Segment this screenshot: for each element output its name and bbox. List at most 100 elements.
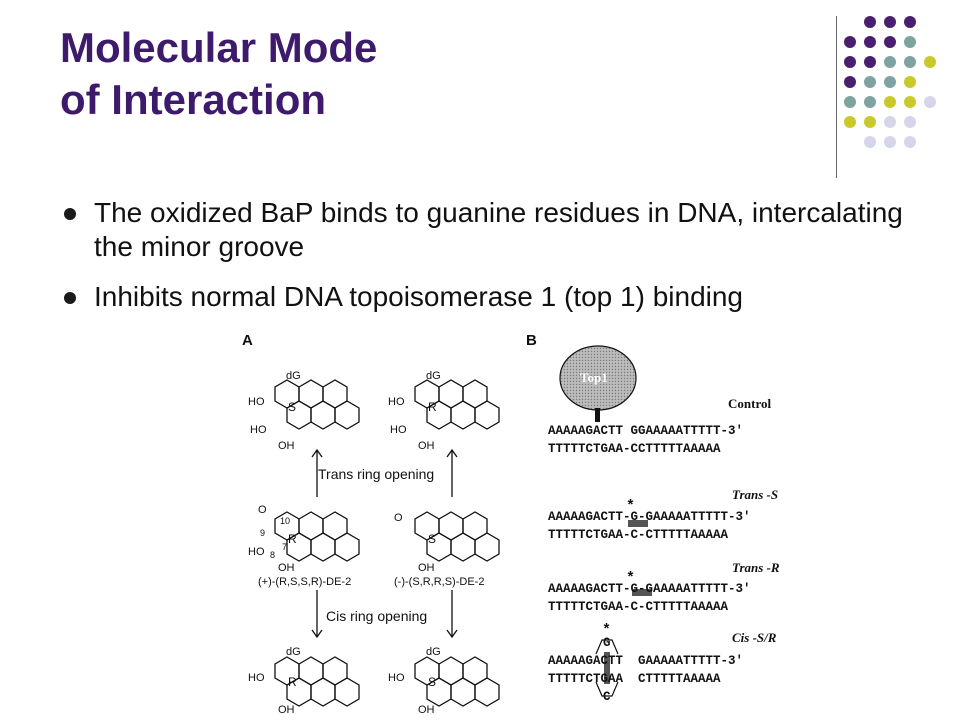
bullet-text: The oxidized BaP binds to guanine residu… (94, 197, 903, 262)
bullet-text: Inhibits normal DNA topoisomerase 1 (top… (94, 281, 744, 312)
deco-dot (904, 136, 916, 148)
de2-plus-label: (+)-(R,S,S,R)-DE-2 (258, 576, 352, 588)
ho-label: HO (390, 424, 407, 436)
oh-label: OH (418, 440, 435, 452)
bullet-dot-icon (64, 208, 76, 220)
bullet-list: The oxidized BaP binds to guanine residu… (60, 196, 910, 330)
structure-bottom-right (414, 656, 500, 707)
adduct-block-trans-r (632, 589, 652, 596)
arrow-head (446, 448, 458, 458)
dg-label: dG (286, 370, 301, 382)
seq-trans-s-bottom: TTTTTCTGAA-C-CTTTTTAAAAA (548, 528, 729, 542)
position-10-label: 10 (280, 516, 291, 526)
oh-label: OH (418, 704, 435, 716)
arrow-head (311, 629, 323, 639)
deco-dot (904, 16, 916, 28)
deco-dot (884, 136, 896, 148)
deco-dot (844, 96, 856, 108)
deco-dot (844, 76, 856, 88)
seq-cis-top: AAAAAGACTT GAAAAATTTTT-3′ (548, 654, 744, 668)
cis-g-label: G (603, 636, 611, 650)
deco-dot (884, 116, 896, 128)
seq-control-bottom: TTTTTCTGAA-CCTTTTTAAAAA (548, 442, 721, 456)
structure-mid-right (414, 511, 500, 562)
dg-label: dG (426, 370, 441, 382)
cis-loop-top (595, 639, 619, 655)
trans-ring-opening-label: Trans ring opening (318, 466, 435, 482)
deco-dot (884, 16, 896, 28)
deco-dot (924, 56, 936, 68)
deco-dot (884, 76, 896, 88)
structure-top-left (274, 379, 360, 430)
panel-a-label: A (242, 332, 253, 349)
deco-dot (904, 36, 916, 48)
oh-label: OH (418, 562, 435, 574)
oh-label: OH (278, 562, 295, 574)
o-label: O (394, 512, 403, 524)
decorative-dot-grid (844, 16, 936, 148)
oh-label: OH (278, 440, 295, 452)
seq-control-top: AAAAAGACTT GGAAAAATTTTT-3′ (548, 424, 744, 438)
position-9-label: 9 (260, 528, 266, 538)
oh-label: OH (278, 704, 295, 716)
structure-mid-left (274, 511, 360, 562)
slide-title: Molecular Mode of Interaction (60, 22, 700, 126)
title-divider (836, 16, 837, 178)
seq-trans-s-top: AAAAAGACTT-G-GAAAAATTTTT-3′ (548, 510, 751, 524)
o-label: O (258, 504, 267, 516)
structure-top-right (414, 379, 500, 430)
deco-dot (904, 96, 916, 108)
dg-label: dG (286, 646, 301, 658)
ho-label: HO (248, 396, 265, 408)
deco-dot (864, 36, 876, 48)
adduct-star: * (626, 498, 636, 515)
figure-image: A B (230, 332, 790, 720)
title-line-1: Molecular Mode (60, 24, 378, 71)
ho-label: HO (250, 424, 267, 436)
stereo-r-label: R (288, 532, 297, 546)
position-8-label: 8 (270, 550, 276, 560)
deco-dot (904, 76, 916, 88)
cis-label: Cis -S/R (732, 630, 777, 645)
top1-label: Top1 (580, 370, 608, 385)
control-label: Control (728, 396, 772, 411)
stereo-r-label: R (288, 675, 297, 689)
adduct-block-trans-s (628, 520, 648, 527)
seq-cis-bottom: TTTTTCTGAA CTTTTTAAAAA (548, 672, 721, 686)
ho-label: HO (388, 396, 405, 408)
deco-dot (904, 56, 916, 68)
top1-stalk (595, 408, 600, 422)
title-line-2: of Interaction (60, 76, 327, 123)
deco-dot (864, 56, 876, 68)
deco-dot (864, 116, 876, 128)
deco-dot (924, 96, 936, 108)
deco-dot (864, 76, 876, 88)
adduct-block-cis (604, 652, 610, 684)
deco-dot (864, 96, 876, 108)
deco-dot (884, 56, 896, 68)
seq-trans-r-top: AAAAAGACTT-G-GAAAAATTTTT-3′ (548, 582, 751, 596)
cis-c-label: C (603, 690, 611, 704)
position-7-label: 7 (282, 542, 288, 552)
ho-label: HO (248, 546, 265, 558)
bullet-item: Inhibits normal DNA topoisomerase 1 (top… (60, 280, 910, 314)
trans-r-label: Trans -R (732, 560, 780, 575)
deco-dot (844, 36, 856, 48)
stereo-s-label: S (428, 675, 437, 689)
deco-dot (844, 56, 856, 68)
deco-dot (864, 16, 876, 28)
panel-b-graphics (559, 345, 652, 697)
trans-s-label: Trans -S (732, 487, 779, 502)
cis-ring-opening-label: Cis ring opening (326, 608, 428, 624)
structure-bottom-left (274, 656, 360, 707)
bullet-item: The oxidized BaP binds to guanine residu… (60, 196, 910, 264)
deco-dot (864, 136, 876, 148)
stereo-s-label: S (428, 532, 437, 546)
bullet-dot-icon (64, 292, 76, 304)
stereo-r-label: R (428, 400, 437, 414)
ho-label: HO (248, 672, 265, 684)
de2-minus-label: (-)-(S,R,R,S)-DE-2 (394, 576, 485, 588)
seq-trans-r-bottom: TTTTTCTGAA-C-CTTTTTAAAAA (548, 600, 729, 614)
deco-dot (844, 116, 856, 128)
panel-a-structures (274, 379, 500, 707)
